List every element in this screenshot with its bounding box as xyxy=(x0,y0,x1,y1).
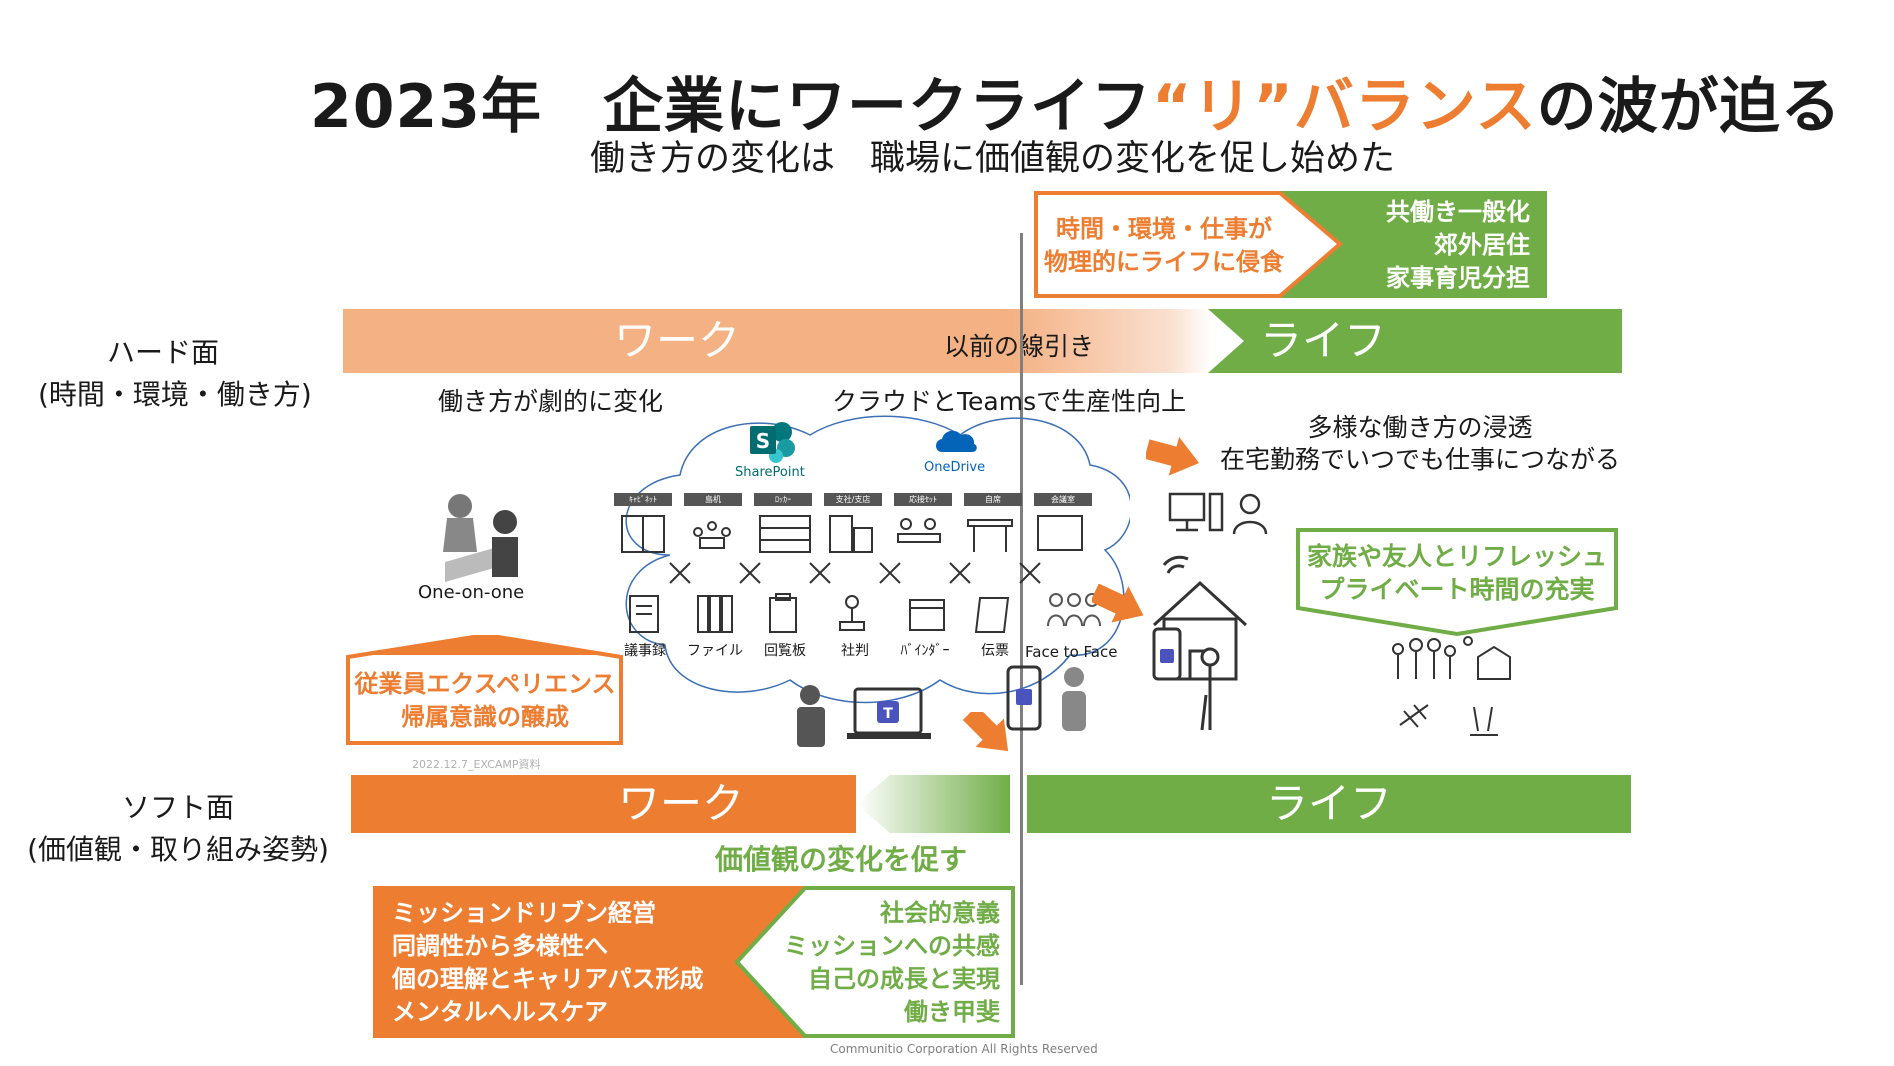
hard-work-label: ワーク xyxy=(613,316,740,365)
family-leisure-icon xyxy=(1392,636,1511,736)
face-to-face-label: Face to Face xyxy=(1025,643,1118,661)
svg-text:S: S xyxy=(756,429,770,453)
document-items-icons xyxy=(629,593,1010,633)
title-highlight: “リ”バランス xyxy=(1152,72,1537,142)
hard-label: ハード面 (時間・環境・働き方) xyxy=(38,336,312,411)
cloud-shape xyxy=(625,415,1130,704)
page-title: 2023年 企業にワークライフ“リ”バランスの波が迫る xyxy=(310,58,1842,145)
tab-own-desk: 自席 xyxy=(964,493,1022,506)
caption-work-change: 働き方が劇的に変化 xyxy=(438,387,664,416)
title-part1: 2023年 企業にワークライフ xyxy=(310,72,1152,142)
vertical-divider xyxy=(1020,233,1023,985)
tab-locker: ﾛｯｶｰ xyxy=(754,493,812,506)
soft-life-bar xyxy=(1027,775,1631,833)
remote-work-icon xyxy=(1168,492,1268,535)
page-subtitle: 働き方の変化は 職場に価値観の変化を促し始めた xyxy=(590,139,1396,179)
one-on-one-icon xyxy=(443,494,518,582)
soft-life-label: ライフ xyxy=(1265,779,1392,828)
office-items-icons xyxy=(621,515,1083,553)
hard-life-label: ライフ xyxy=(1260,316,1387,365)
label-circular: 回覧板 xyxy=(764,643,806,659)
caption-diverse-work: 多様な働き方の浸透 xyxy=(1307,413,1533,442)
sharepoint-label: SharePoint xyxy=(735,465,805,480)
tab-reception: 応接ｾｯﾄ xyxy=(894,493,952,506)
employee-box-shape xyxy=(346,635,623,745)
orange-arrow-to-text xyxy=(1146,436,1200,476)
promote-label: 価値観の変化を促す xyxy=(715,843,968,876)
sharepoint-icon: S xyxy=(750,422,795,463)
bottom-callout-arrow xyxy=(735,886,1015,1038)
family-box-shape xyxy=(1296,528,1618,636)
hard-transition-bar xyxy=(1011,309,1211,373)
bottom-callout-left: ミッションドリブン経営 同調性から多様性へ 個の理解とキャリアパス形成 メンタル… xyxy=(392,899,704,1026)
employee-box-text: 従業員エクスペリエンス 帰属意識の醸成 xyxy=(354,670,616,731)
label-slip: 伝票 xyxy=(981,643,1009,659)
svg-text:T: T xyxy=(883,706,893,722)
caption-cloud-teams: クラウドとTeamsで生産性向上 xyxy=(832,387,1187,416)
soft-label: ソフト面 (価値観・取り組み姿勢) xyxy=(27,791,329,866)
one-on-one-label: One-on-one xyxy=(418,582,525,603)
sync-arrows xyxy=(669,562,1041,584)
phone-teams-icon xyxy=(1006,665,1086,731)
title-part2: の波が迫る xyxy=(1536,72,1842,142)
top-callout-right: 共働き一般化 郊外居住 家事育児分担 xyxy=(1386,198,1530,292)
soft-work-label: ワーク xyxy=(617,779,744,828)
tab-island-desk: 島机 xyxy=(684,493,742,506)
copyright: Communitio Corporation All Rights Reserv… xyxy=(830,1042,1098,1056)
top-callout-arrow xyxy=(1034,191,1344,298)
date-note: 2022.12.7_EXCAMP資料 xyxy=(412,758,541,771)
face-to-face-icon xyxy=(1047,593,1101,627)
label-company-seal: 社判 xyxy=(841,643,869,659)
tab-branch: 支社/支店 xyxy=(824,493,882,506)
caption-remote-work: 在宅勤務でいつでも仕事につながる xyxy=(1220,445,1621,474)
top-callout-left: 時間・環境・仕事が 物理的にライフに侵食 xyxy=(1044,215,1284,276)
label-minutes: 議事録 xyxy=(624,643,666,659)
teams-laptop-icon: T xyxy=(797,685,931,747)
hard-life-bar xyxy=(1208,309,1622,373)
bottom-callout-right: 社会的意義 ミッションへの共感 自己の成長と実現 働き甲斐 xyxy=(784,899,1000,1026)
home-icon xyxy=(1152,555,1248,731)
onedrive-label: OneDrive xyxy=(924,460,986,475)
soft-transition-bar xyxy=(830,775,1010,833)
orange-arrow-down xyxy=(962,712,1009,752)
label-binder: ﾊﾞｲﾝﾀﾞｰ xyxy=(900,643,950,659)
soft-work-bar xyxy=(351,775,856,833)
tab-cabinet: ｷｬﾋﾞﾈｯﾄ xyxy=(614,493,672,506)
old-line-label: 以前の線引き xyxy=(944,332,1095,361)
hard-work-bar xyxy=(343,309,1011,373)
family-box-text: 家族や友人とリフレッシュ プライベート時間の充実 xyxy=(1306,542,1607,604)
tab-meeting-room: 会議室 xyxy=(1034,493,1092,506)
orange-arrow-to-home xyxy=(1092,584,1144,623)
label-file: ファイル xyxy=(687,643,743,659)
onedrive-icon xyxy=(936,430,977,452)
